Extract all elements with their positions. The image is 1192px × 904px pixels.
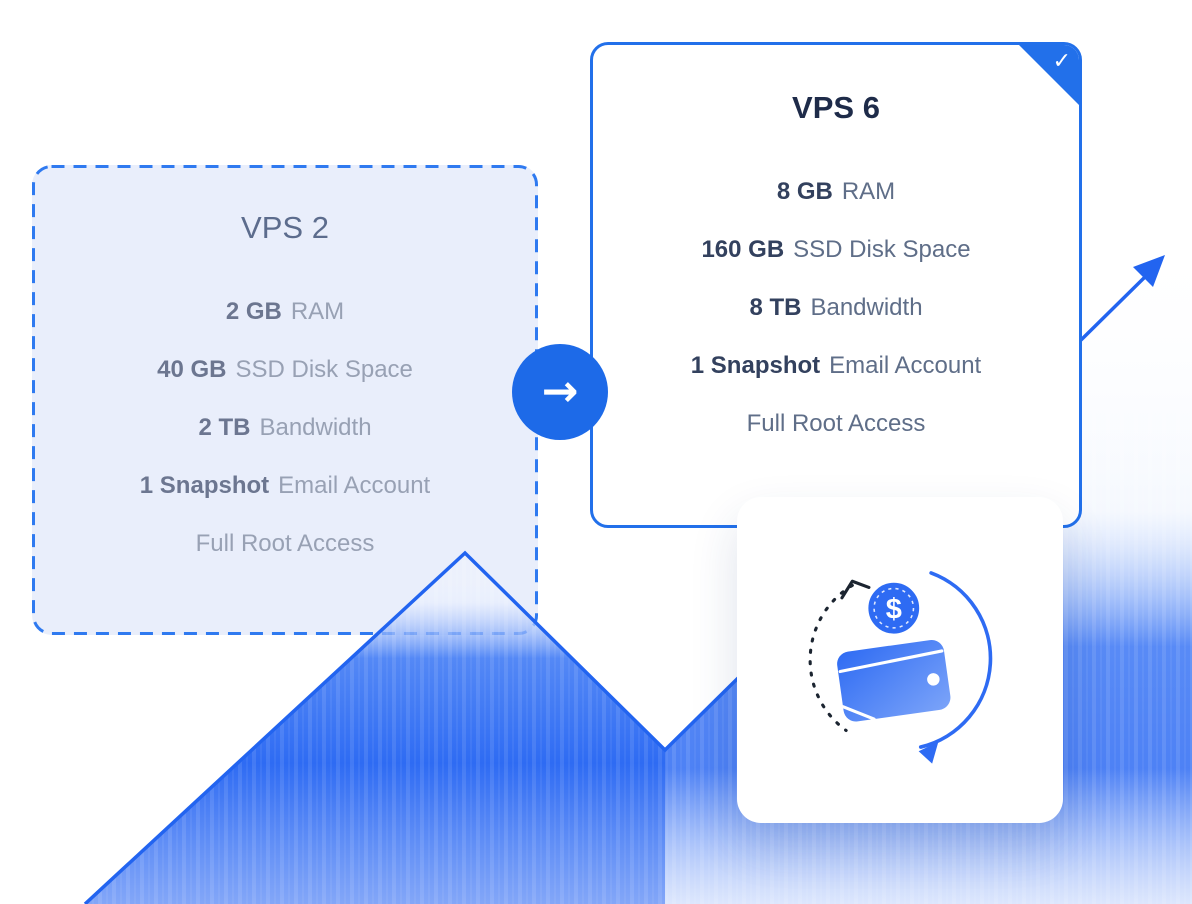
old-plan-title: VPS 2 <box>241 210 329 245</box>
feature-value: 8 TB <box>749 294 802 321</box>
old-plan-card[interactable]: VPS 2 2 GB RAM 40 GB SSD Disk Space 2 TB… <box>32 165 538 635</box>
feature-line: 2 TB Bandwidth <box>32 399 538 457</box>
feature-line: 1 Snapshot Email Account <box>593 337 1079 395</box>
feature-line: Full Root Access <box>32 515 538 573</box>
old-plan-features: 2 GB RAM 40 GB SSD Disk Space 2 TB Bandw… <box>32 283 538 573</box>
feature-line: 8 GB RAM <box>593 163 1079 221</box>
upgrade-arrow-badge: → <box>512 344 608 440</box>
feature-value: 2 TB <box>198 414 251 441</box>
feature-label: SSD Disk Space <box>235 356 413 383</box>
checkmark-icon: ✓ <box>1052 49 1071 74</box>
feature-label: RAM <box>290 298 345 325</box>
feature-value: 1 Snapshot <box>139 472 270 499</box>
selected-corner-badge <box>1019 45 1079 105</box>
feature-line: Full Root Access <box>593 395 1079 453</box>
feature-line: 160 GB SSD Disk Space <box>593 221 1079 279</box>
feature-value: 8 GB <box>776 178 833 205</box>
feature-label: Full Root Access <box>195 530 375 557</box>
feature-line: 2 GB RAM <box>32 283 538 341</box>
feature-line: 8 TB Bandwidth <box>593 279 1079 337</box>
money-back-wallet-icon: $ <box>808 571 993 764</box>
feature-label: Bandwidth <box>810 294 923 321</box>
feature-value: 160 GB <box>701 236 785 263</box>
feature-label: Bandwidth <box>259 414 372 441</box>
feature-value: 1 Snapshot <box>690 352 821 379</box>
feature-label: RAM <box>841 178 896 205</box>
feature-label: Email Account <box>829 352 982 379</box>
feature-line: 1 Snapshot Email Account <box>32 457 538 515</box>
new-plan-features: 8 GB RAM 160 GB SSD Disk Space 8 TB Band… <box>593 163 1079 453</box>
feature-label: SSD Disk Space <box>793 236 971 263</box>
feature-line: 40 GB SSD Disk Space <box>32 341 538 399</box>
new-plan-title: VPS 6 <box>792 90 880 125</box>
feature-label: Full Root Access <box>746 410 926 437</box>
feature-value: 40 GB <box>157 356 227 383</box>
money-back-card: $ <box>737 497 1063 823</box>
right-arrow-icon: → <box>541 366 579 417</box>
dollar-sign: $ <box>886 594 902 626</box>
feature-value: 2 GB <box>225 298 282 325</box>
new-plan-card[interactable]: ✓ VPS 6 8 GB RAM 160 GB SSD Disk Space 8… <box>590 42 1082 528</box>
feature-label: Email Account <box>278 472 431 499</box>
